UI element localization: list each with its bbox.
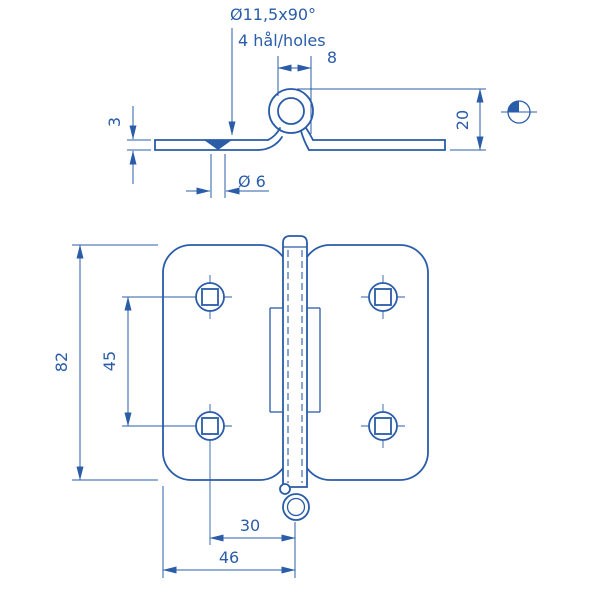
dim-label-45: 45 — [100, 351, 119, 371]
dim-edge-to-pin: 46 — [162, 486, 296, 578]
right-plate — [301, 244, 429, 481]
dim-label-countersink: Ø11,5x90° — [230, 5, 316, 24]
dim-hole-to-pin: 30 — [209, 516, 296, 578]
side-view: Ø11,5x90° 4 hål/holes 8 3 20 — [105, 5, 537, 198]
dim-knuckle-offset: 8 — [277, 48, 337, 134]
dim-label-8: 8 — [327, 48, 337, 67]
dim-plate-height: 82 — [52, 244, 158, 481]
knuckle-band — [269, 307, 321, 413]
left-plate — [162, 244, 289, 481]
dim-label-82: 82 — [52, 352, 71, 372]
dim-label-3: 3 — [105, 117, 124, 127]
countersink-section — [204, 140, 232, 150]
square-hole-bottom-left — [122, 404, 232, 545]
dim-overall-height: 20 — [297, 88, 486, 151]
dim-plate-thickness: 3 — [105, 106, 151, 184]
dim-label-holes-note: 4 hål/holes — [238, 31, 326, 50]
front-view: 82 45 30 46 — [52, 235, 429, 578]
square-hole-top-right — [361, 275, 405, 319]
square-hole-bottom-right — [361, 404, 405, 448]
plate-profile — [154, 127, 446, 151]
dim-label-20: 20 — [453, 110, 472, 130]
cotter-ring — [279, 483, 310, 521]
hinge-pin — [282, 235, 308, 488]
dim-label-d6: Ø 6 — [238, 172, 266, 191]
dim-label-46: 46 — [219, 548, 239, 567]
dim-hole-diameter: Ø 6 — [186, 154, 269, 198]
dim-countersink: Ø11,5x90° 4 hål/holes — [228, 5, 326, 136]
square-hole-top-left — [122, 275, 232, 319]
dim-hole-centers: 45 — [100, 296, 132, 427]
knuckle-inner — [277, 97, 305, 125]
dim-label-30: 30 — [240, 516, 260, 535]
first-angle-projection-icon — [501, 100, 537, 124]
cotter-eye — [279, 483, 291, 495]
